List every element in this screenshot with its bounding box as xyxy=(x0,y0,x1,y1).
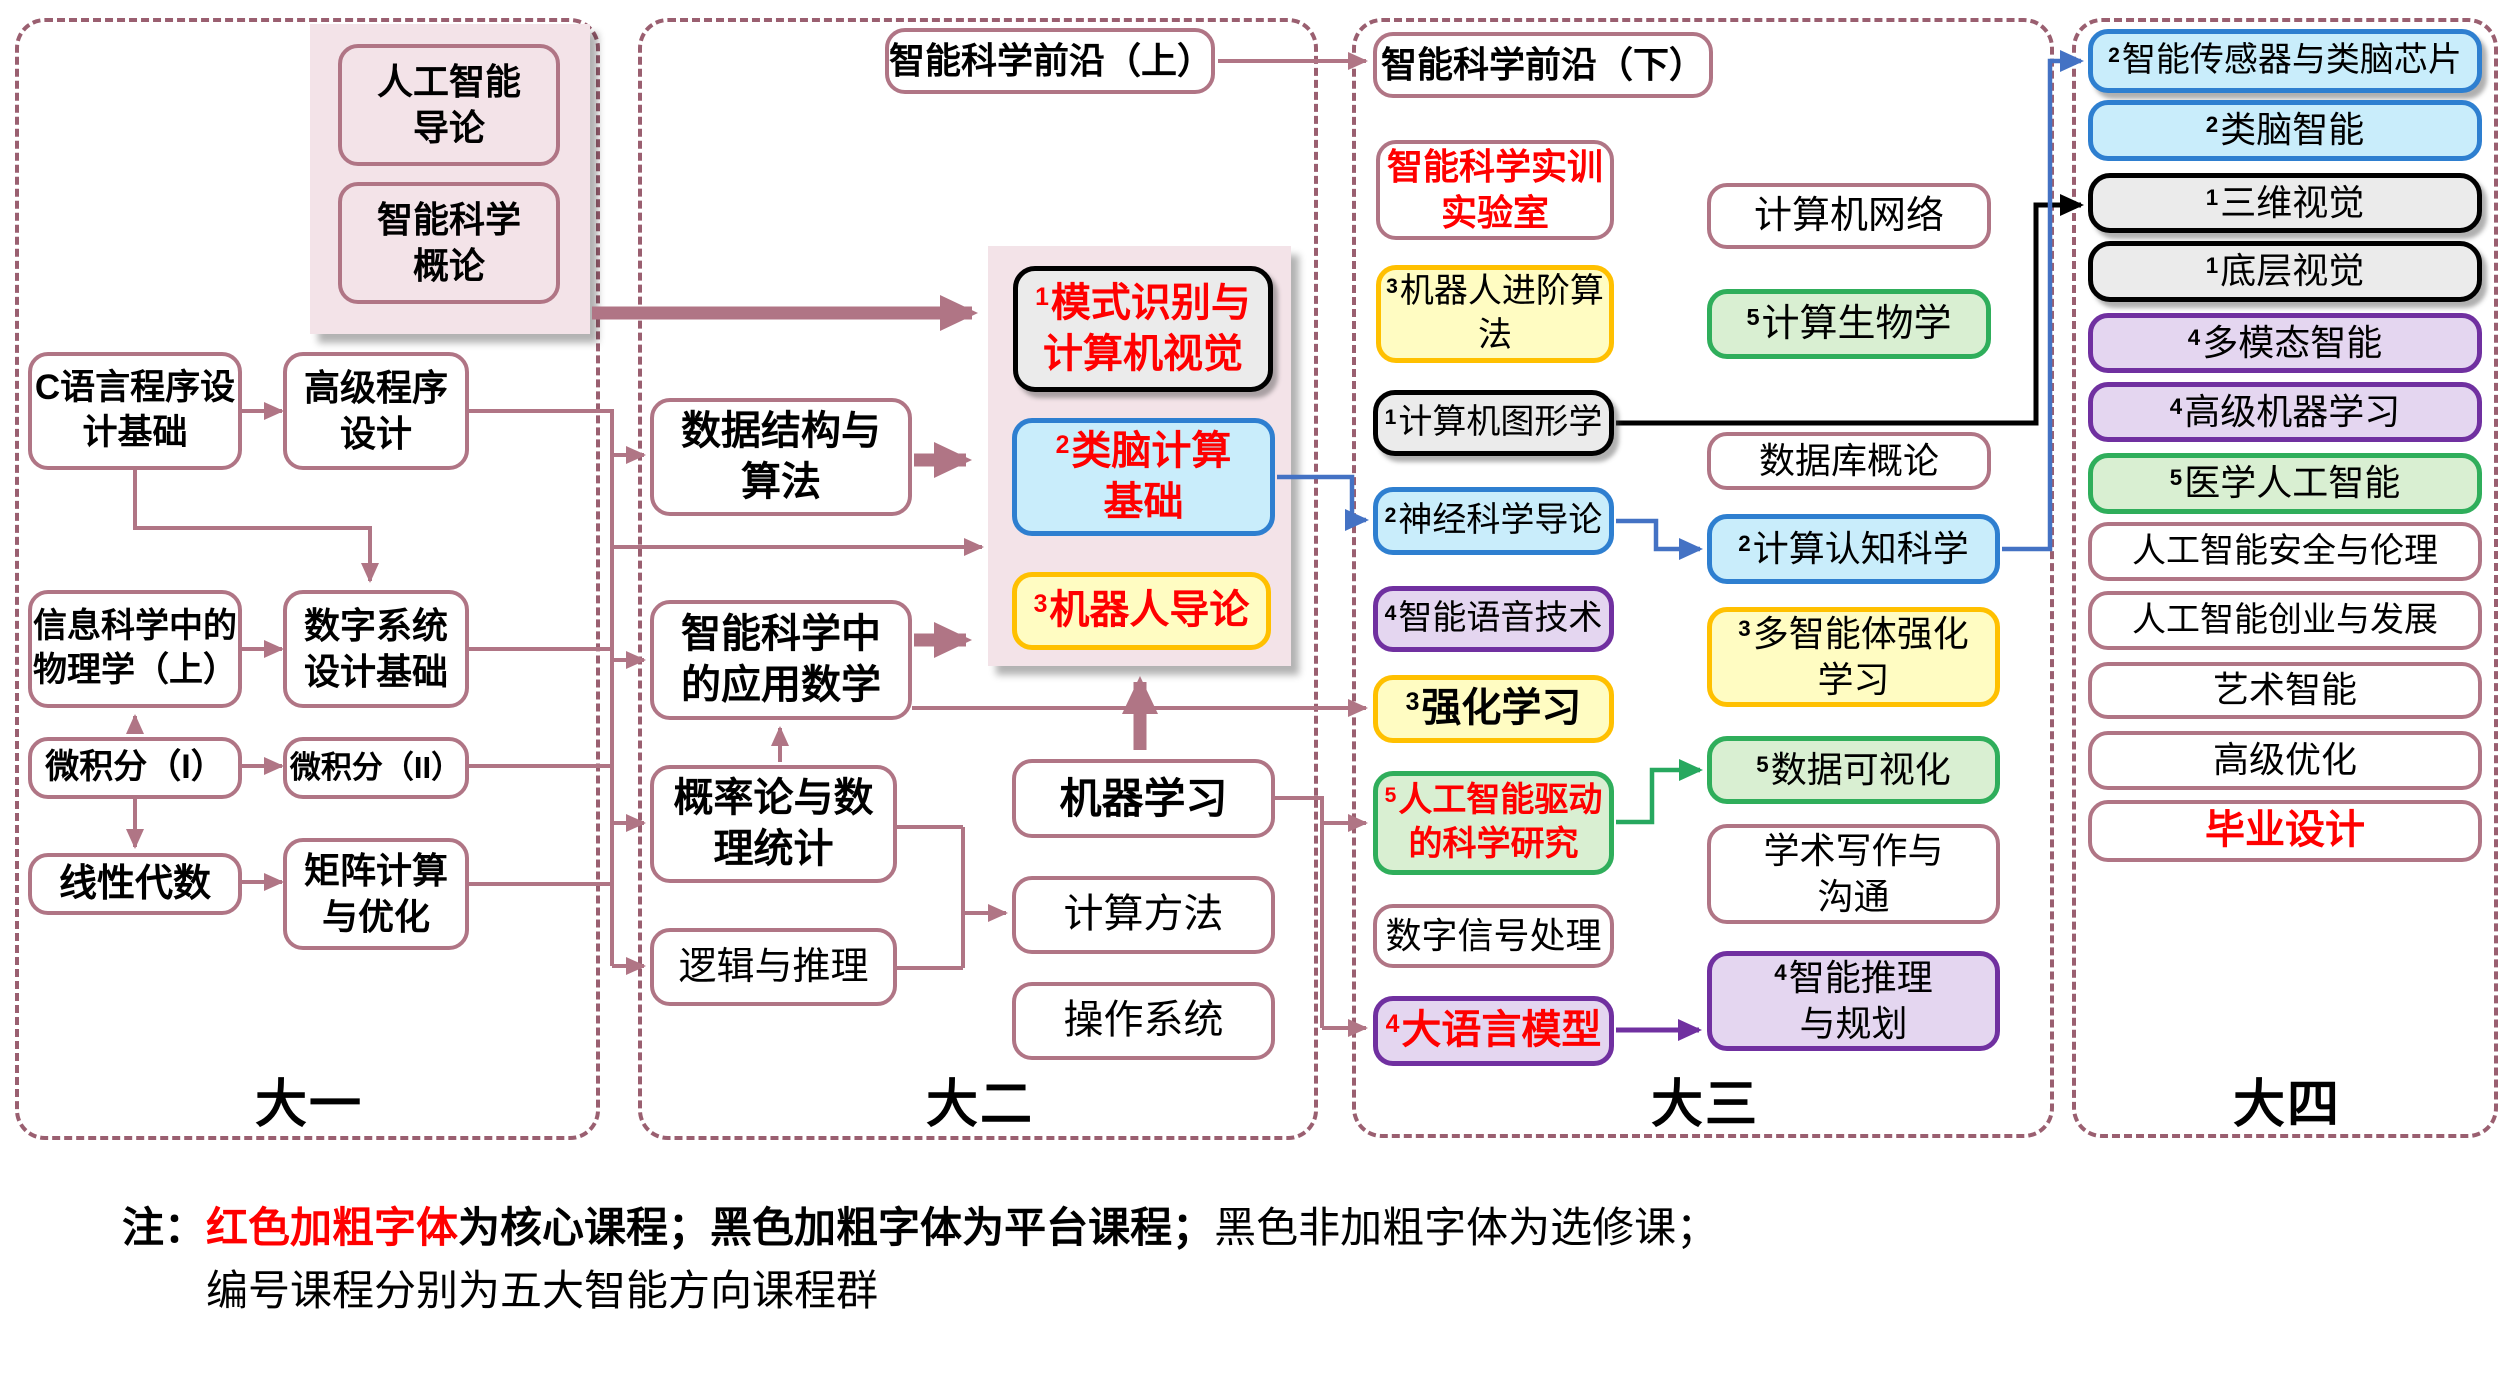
year3-label: 大三 xyxy=(1651,1076,1760,1134)
legend-core-desc: 为核心课程； xyxy=(458,1204,711,1251)
course-physics-info-science: 信息科学中的 物理学（上） xyxy=(28,590,242,708)
course-graduation-project: 毕业设计 xyxy=(2088,800,2482,862)
course-multiagent-rl: 3多智能体强化 学习 xyxy=(1707,607,2000,707)
course-ai-driven-science: 5人工智能驱动 的科学研究 xyxy=(1373,771,1614,875)
course-ai-training-lab: 智能科学实训 实验室 xyxy=(1376,140,1614,240)
course-computational-cognitive-science: 2计算认知科学 xyxy=(1707,514,2000,584)
legend-note: 注：红色加粗字体为核心课程；黑色加粗字体为平台课程；黑色非加粗字体为选修课； 编… xyxy=(122,1196,1718,1322)
course-multimodal-intelligence: 4多模态智能 xyxy=(2088,313,2482,373)
course-frontiers-upper: 智能科学前沿（上） xyxy=(885,28,1215,94)
legend-platform-desc: 为平台课程； xyxy=(962,1204,1215,1251)
course-ai-safety-ethics: 人工智能安全与伦理 xyxy=(2088,522,2482,581)
course-medical-ai: 5医学人工智能 xyxy=(2088,453,2482,514)
course-brain-computing-basics: 2类脑计算 基础 xyxy=(1012,418,1275,536)
course-machine-learning: 机器学习 xyxy=(1012,759,1275,838)
course-speech-technology: 4智能语音技术 xyxy=(1373,586,1614,652)
course-large-language-models: 4大语言模型 xyxy=(1373,996,1614,1066)
course-reinforcement-learning: 3强化学习 xyxy=(1373,675,1614,743)
course-digital-signal-processing: 数字信号处理 xyxy=(1373,904,1614,968)
course-3d-vision: 1三维视觉 xyxy=(2088,173,2482,233)
course-pattern-recognition-cv: 1模式识别与 计算机视觉 xyxy=(1013,266,1273,392)
course-advanced-optimization: 高级优化 xyxy=(2088,731,2482,790)
course-advanced-programming: 高级程序 设计 xyxy=(283,352,469,470)
course-calculus-2: 微积分（II） xyxy=(283,737,469,799)
course-brain-intelligence: 2类脑智能 xyxy=(2088,100,2482,161)
year2-label: 大二 xyxy=(926,1076,1035,1134)
legend-core-term: 红色加粗字体 xyxy=(206,1204,459,1251)
course-computer-graphics: 1计算机图形学 xyxy=(1373,390,1614,456)
year1-label: 大一 xyxy=(255,1076,364,1134)
course-matrix-optimization: 矩阵计算 与优化 xyxy=(283,838,469,950)
course-frontiers-lower: 智能科学前沿（下） xyxy=(1373,32,1713,98)
course-academic-writing: 学术写作与 沟通 xyxy=(1707,824,2000,924)
course-reasoning-planning: 4智能推理 与规划 xyxy=(1707,951,2000,1051)
course-logic-reasoning: 逻辑与推理 xyxy=(650,928,897,1006)
year3-region xyxy=(1352,18,2054,1138)
course-data-structures: 数据结构与 算法 xyxy=(650,398,912,516)
course-data-visualization: 5数据可视化 xyxy=(1707,736,2000,804)
legend-platform-term: 黑色加粗字体 xyxy=(710,1204,963,1251)
course-computational-biology: 5计算生物学 xyxy=(1707,289,1991,359)
course-robotics-intro: 3机器人导论 xyxy=(1012,572,1271,650)
course-neuroscience-intro: 2神经科学导论 xyxy=(1373,487,1614,555)
course-art-intelligence: 艺术智能 xyxy=(2088,662,2482,719)
legend-line1: 注：红色加粗字体为核心课程；黑色加粗字体为平台课程；黑色非加粗字体为选修课； xyxy=(122,1196,1718,1259)
year4-label: 大四 xyxy=(2233,1076,2342,1134)
course-robotics-advanced: 3机器人进阶算 法 xyxy=(1376,265,1614,363)
course-probability-statistics: 概率论与数 理统计 xyxy=(650,765,897,883)
course-calculus-1: 微积分（I） xyxy=(28,737,242,799)
course-computational-methods: 计算方法 xyxy=(1012,876,1275,954)
course-applied-math: 智能科学中 的应用数学 xyxy=(650,600,912,720)
course-low-level-vision: 1底层视觉 xyxy=(2088,241,2482,302)
legend-line2: 编号课程分别为五大智能方向课程群 xyxy=(206,1267,879,1314)
year2-region xyxy=(638,18,1318,1140)
course-ai-intro: 人工智能 导论 xyxy=(338,44,560,166)
course-sensors-brain-chips: 2智能传感器与类脑芯片 xyxy=(2088,29,2482,93)
course-digital-systems: 数字系统 设计基础 xyxy=(283,590,469,708)
legend-prefix: 注： xyxy=(122,1204,207,1251)
course-linear-algebra: 线性代数 xyxy=(28,853,242,915)
course-c-programming: C语言程序设 计基础 xyxy=(28,352,242,470)
course-operating-systems: 操作系统 xyxy=(1012,982,1275,1060)
course-computer-networks: 计算机网络 xyxy=(1707,183,1991,249)
course-ai-entrepreneurship: 人工智能创业与发展 xyxy=(2088,591,2482,650)
course-intelligent-science-overview: 智能科学 概论 xyxy=(338,182,560,304)
legend-elective-desc: 黑色非加粗字体为选修课； xyxy=(1214,1204,1719,1251)
year4-region xyxy=(2072,18,2498,1138)
course-database-intro: 数据库概论 xyxy=(1707,432,1991,490)
course-advanced-machine-learning: 4高级机器学习 xyxy=(2088,382,2482,442)
